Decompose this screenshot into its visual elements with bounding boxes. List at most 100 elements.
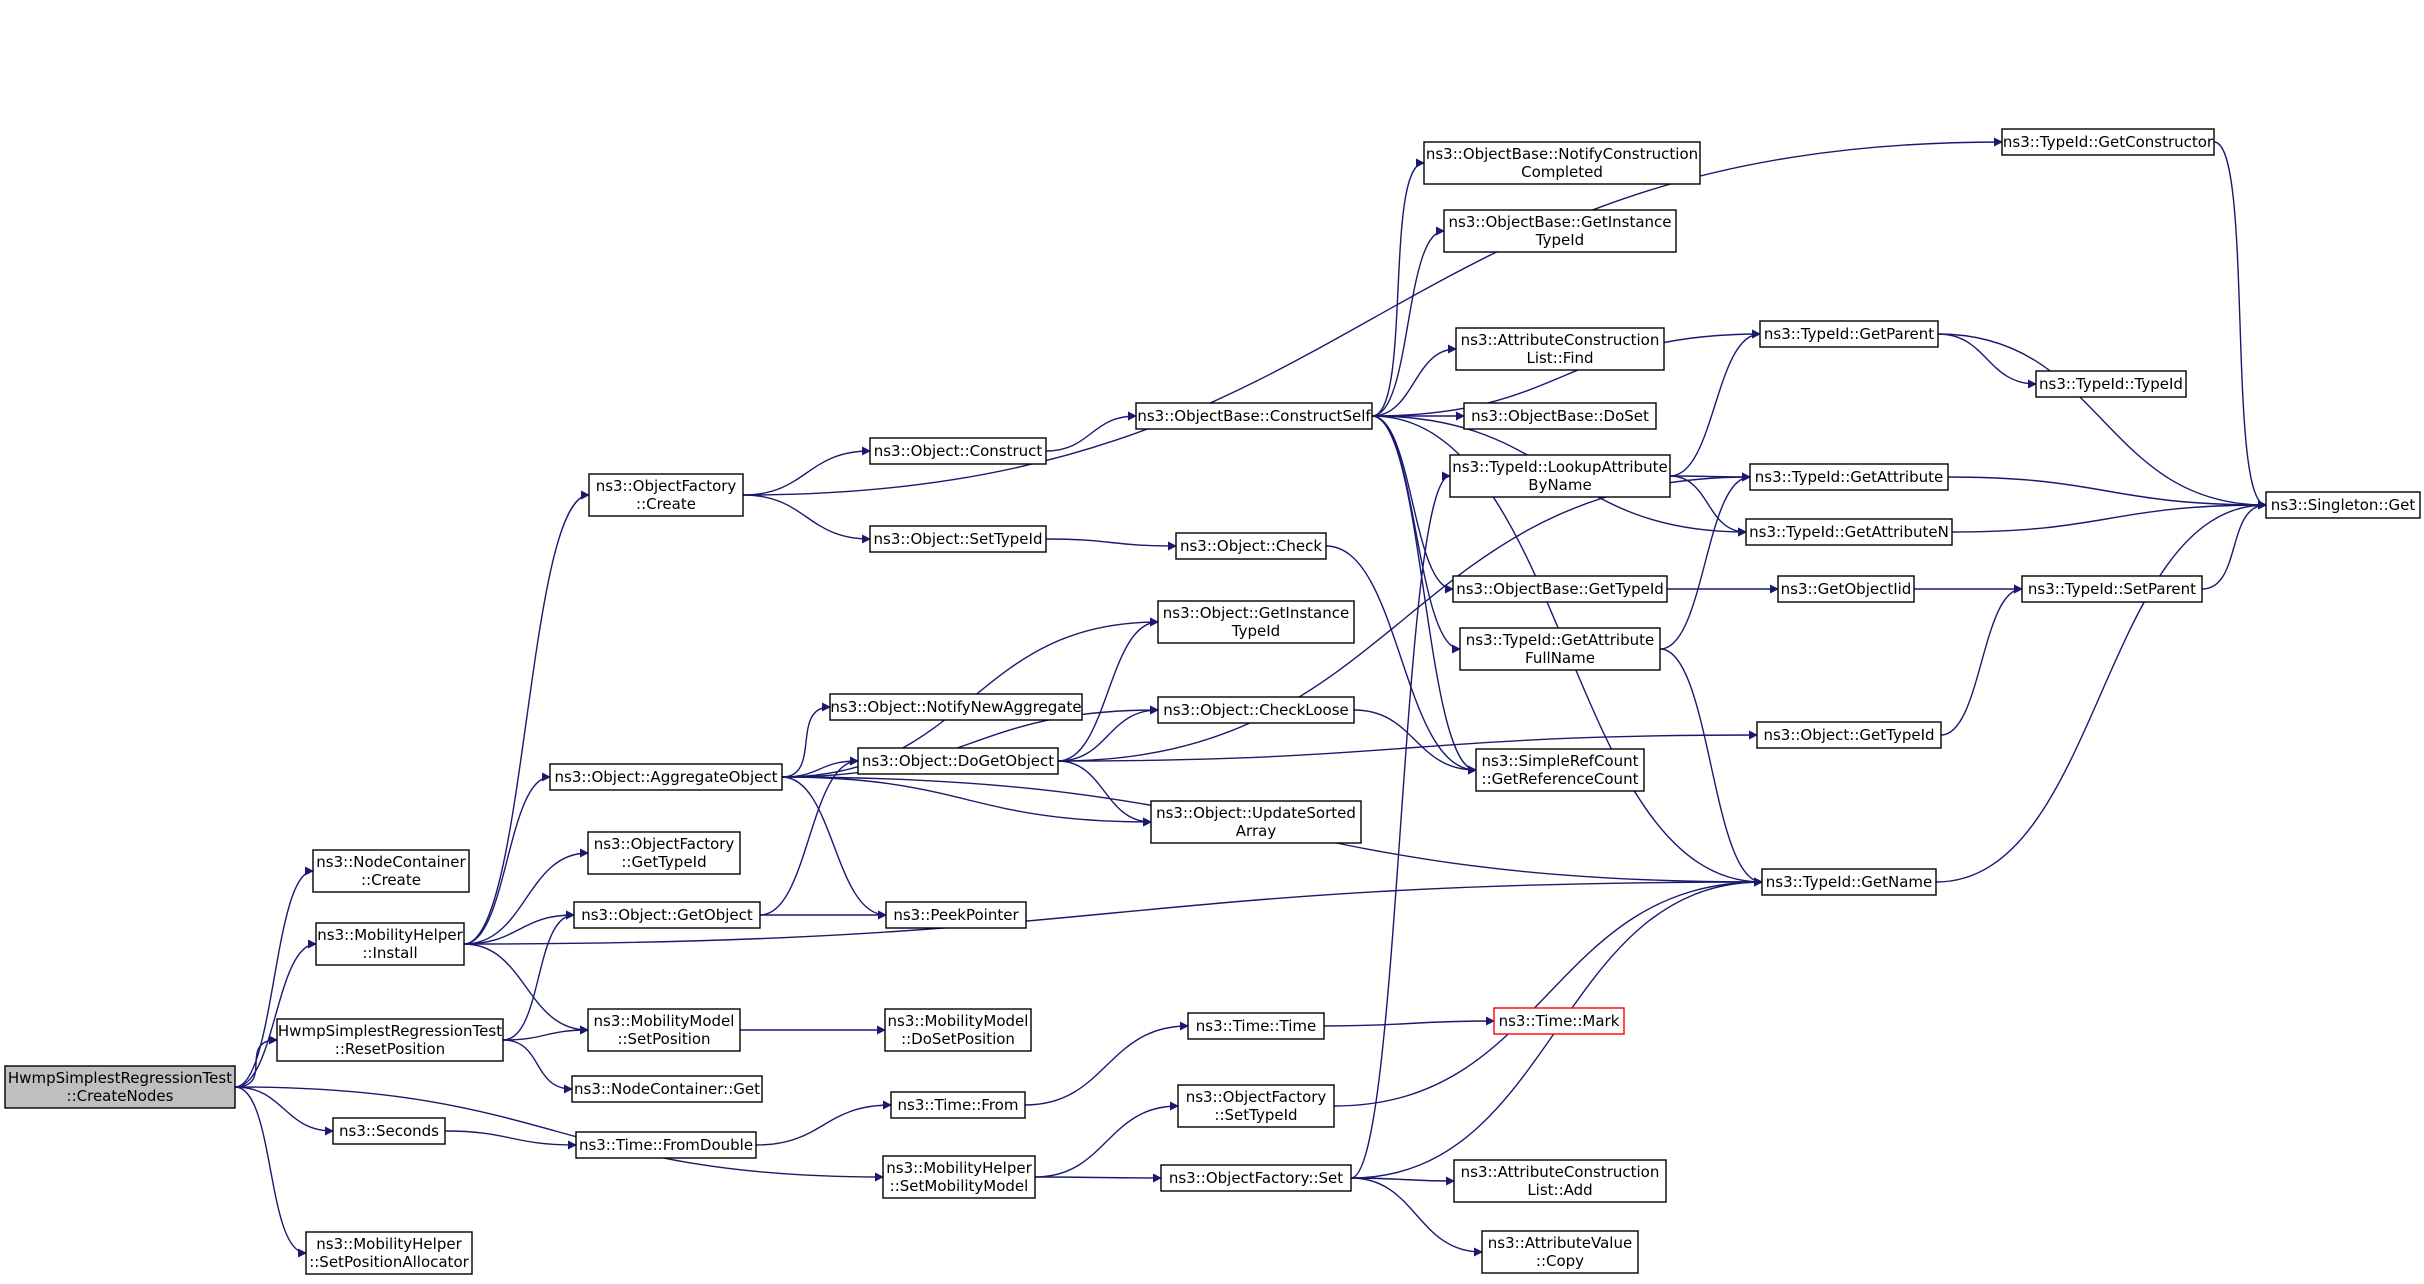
node-label-line: ns3::Object::DoGetObject [862, 752, 1054, 770]
node-timeFromDouble[interactable]: ns3::Time::FromDouble [575, 1131, 757, 1159]
node-constructSelf[interactable]: ns3::ObjectBase::ConstructSelf [1135, 402, 1373, 430]
node-ncGet[interactable]: ns3::NodeContainer::Get [571, 1075, 763, 1103]
edge-mhInstall-to-ofCreate [463, 490, 590, 945]
node-getConstructor[interactable]: ns3::TypeId::GetConstructor [2001, 128, 2215, 156]
node-tidTypeId[interactable]: ns3::TypeId::TypeId [2035, 370, 2187, 398]
node-label-line: ns3::MobilityHelper [886, 1159, 1032, 1177]
node-obNotify[interactable]: ns3::ObjectBase::NotifyConstructionCompl… [1423, 141, 1701, 185]
node-box [1135, 402, 1373, 430]
node-label-line: List::Find [1526, 349, 1593, 367]
node-obDoSet[interactable]: ns3::ObjectBase::DoSet [1463, 402, 1657, 430]
node-peekPointer[interactable]: ns3::PeekPointer [885, 901, 1027, 929]
node-label-line: ::ResetPosition [335, 1040, 445, 1058]
node-ofSet[interactable]: ns3::ObjectFactory::Set [1160, 1164, 1352, 1192]
node-label-line: ::Copy [1536, 1252, 1584, 1270]
node-objGetTypeId[interactable]: ns3::Object::GetTypeId [1756, 721, 1942, 749]
node-checkLoose[interactable]: ns3::Object::CheckLoose [1157, 696, 1355, 724]
node-mmDoSetPos[interactable]: ns3::MobilityModel::DoSetPosition [884, 1008, 1032, 1052]
node-setPosAlloc[interactable]: ns3::MobilityHelper::SetPositionAllocato… [305, 1231, 473, 1275]
node-label-line: ns3::Object::UpdateSorted [1156, 804, 1356, 822]
edge-mhInstall-to-ofGetTypeId [463, 848, 589, 945]
node-avCopy[interactable]: ns3::AttributeValue::Copy [1481, 1230, 1639, 1274]
edge-getAttr-to-singletonGet [1947, 476, 2267, 510]
node-box [575, 1131, 757, 1159]
node-box [882, 1155, 1036, 1199]
edge-constructSelf-to-refCount [1371, 415, 1477, 775]
node-label-line: ::SetPosition [617, 1030, 710, 1048]
node-resetPos[interactable]: HwmpSimplestRegressionTest::ResetPositio… [276, 1018, 504, 1062]
node-getObjectIid[interactable]: ns3::GetObjectIid [1777, 575, 1915, 603]
node-notifyNewAgg[interactable]: ns3::Object::NotifyNewAggregate [829, 693, 1083, 721]
node-box [1759, 320, 1939, 348]
node-ofCreate[interactable]: ns3::ObjectFactory::Create [588, 473, 744, 517]
edge-doGetObject-to-checkLoose [1057, 705, 1159, 762]
node-box [1187, 1012, 1325, 1040]
edge-getConstructor-to-singletonGet [2213, 141, 2267, 510]
node-root[interactable]: HwmpSimplestRegressionTest::CreateNodes [4, 1065, 236, 1109]
edge-lookupAttr-to-getAttrN [1669, 475, 1747, 537]
node-ofGetTypeId[interactable]: ns3::ObjectFactory::GetTypeId [587, 831, 741, 875]
node-getAttrN[interactable]: ns3::TypeId::GetAttributeN [1745, 518, 1953, 546]
node-label-line: ns3::Time::Time [1196, 1017, 1317, 1035]
node-box [1455, 327, 1665, 371]
edge-resetPos-to-objGetObject [502, 910, 575, 1041]
node-obGetTypeId[interactable]: ns3::ObjectBase::GetTypeId [1452, 575, 1668, 603]
edge-constructSelf-to-obGetInst [1371, 226, 1445, 417]
node-timeTime[interactable]: ns3::Time::Time [1187, 1012, 1325, 1040]
node-seconds[interactable]: ns3::Seconds [332, 1117, 446, 1145]
node-singletonGet[interactable]: ns3::Singleton::Get [2265, 491, 2421, 519]
node-label-line: ns3::Object::NotifyNewAggregate [830, 698, 1081, 716]
node-mmSetPos[interactable]: ns3::MobilityModel::SetPosition [587, 1008, 741, 1052]
edge-objGetTypeId-to-setParent [1940, 584, 2023, 736]
node-label-line: ns3::AttributeValue [1488, 1234, 1632, 1252]
edge-root-to-seconds [234, 1086, 334, 1136]
node-doGetObject[interactable]: ns3::Object::DoGetObject [857, 747, 1059, 775]
node-label-line: ns3::Object::CheckLoose [1163, 701, 1349, 719]
edge-getParent-to-tidTypeId [1937, 333, 2037, 389]
edge-mhInstall-to-mmSetPos [463, 943, 589, 1035]
node-label-line: ::CreateNodes [67, 1087, 174, 1105]
edge-doGetObject-to-updateSorted [1057, 760, 1152, 827]
node-label-line: ns3::Object::AggregateObject [555, 768, 778, 786]
edge-checkLoose-to-refCount [1353, 709, 1477, 775]
edge-setMobModel-to-ofSet [1034, 1173, 1162, 1183]
node-setParent[interactable]: ns3::TypeId::SetParent [2021, 575, 2203, 603]
node-objConstruct[interactable]: ns3::Object::Construct [869, 437, 1047, 465]
edge-mhInstall-to-aggObj [463, 772, 551, 945]
node-box [1423, 141, 1701, 185]
node-label-line: ::Create [636, 495, 696, 513]
edge-ofSet-to-avCopy [1350, 1177, 1483, 1257]
node-timeFrom[interactable]: ns3::Time::From [890, 1091, 1026, 1119]
node-label-line: ns3::ObjectFactory::Set [1169, 1169, 1343, 1187]
node-getAttr[interactable]: ns3::TypeId::GetAttribute [1749, 463, 1949, 491]
node-ofSetTypeId[interactable]: ns3::ObjectFactory::SetTypeId [1177, 1084, 1335, 1128]
node-objGetObject[interactable]: ns3::Object::GetObject [573, 901, 761, 929]
node-mhInstall[interactable]: ns3::MobilityHelper::Install [315, 922, 465, 966]
node-box [2265, 491, 2421, 519]
node-label-line: FullName [1525, 649, 1595, 667]
node-box [571, 1075, 763, 1103]
node-box [1157, 600, 1355, 644]
node-box [1150, 800, 1362, 844]
node-label-line: ns3::AttributeConstruction [1461, 331, 1660, 349]
node-aggObj[interactable]: ns3::Object::AggregateObject [549, 763, 783, 791]
node-box [588, 473, 744, 517]
edge-constructSelf-to-obGetTypeId [1371, 415, 1454, 594]
node-refCount[interactable]: ns3::SimpleRefCount::GetReferenceCount [1475, 748, 1645, 792]
node-label-line: ns3::TypeId::GetAttributeN [1749, 523, 1949, 541]
node-setMobModel[interactable]: ns3::MobilityHelper::SetMobilityModel [882, 1155, 1036, 1199]
node-objCheck[interactable]: ns3::Object::Check [1175, 532, 1327, 560]
node-objSetTypeId[interactable]: ns3::Object::SetTypeId [869, 525, 1047, 553]
node-getName[interactable]: ns3::TypeId::GetName [1761, 868, 1937, 896]
node-ncCreate[interactable]: ns3::NodeContainer::Create [312, 849, 470, 893]
edge-ofSetTypeId-to-getName [1333, 877, 1763, 1107]
node-timeMark[interactable]: ns3::Time::Mark [1493, 1007, 1625, 1035]
node-getParent[interactable]: ns3::TypeId::GetParent [1759, 320, 1939, 348]
